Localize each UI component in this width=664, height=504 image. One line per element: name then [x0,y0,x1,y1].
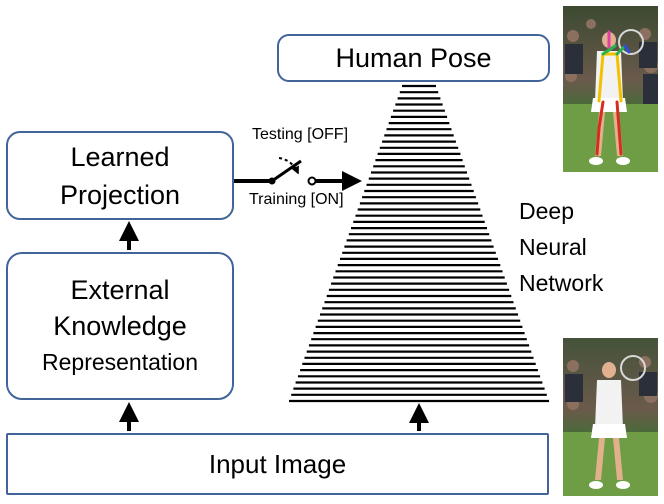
deep-neural-network-label: Deep Neural Network [519,193,603,301]
testing-off-label: Testing [OFF] [252,126,349,143]
learned-projection-line-2: Projection [59,179,181,210]
human-pose-box: Human Pose [277,34,550,82]
human-pose-label: Human Pose [335,42,492,73]
toggle-switch-icon [234,157,362,191]
external-knowledge-line-1: External [70,275,170,305]
input-image-label: Input Image [208,448,347,479]
input-image-box: Input Image [6,433,549,495]
external-knowledge-line-2: Knowledge [53,311,187,341]
input-photo [563,338,658,496]
dnn-label-line-3: Network [519,270,604,296]
deep-neural-network-pyramid [289,84,549,403]
dnn-label-line-1: Deep [519,198,574,224]
learned-projection-box: Learned Projection [6,131,234,220]
training-on-label: Training [ON] [249,191,344,208]
external-knowledge-line-3: Representation [42,349,198,375]
dnn-label-line-2: Neural [519,234,587,260]
pose-estimation-photo [563,6,658,172]
external-knowledge-box: External Knowledge Representation [6,252,234,400]
learned-projection-line-1: Learned [70,141,170,172]
